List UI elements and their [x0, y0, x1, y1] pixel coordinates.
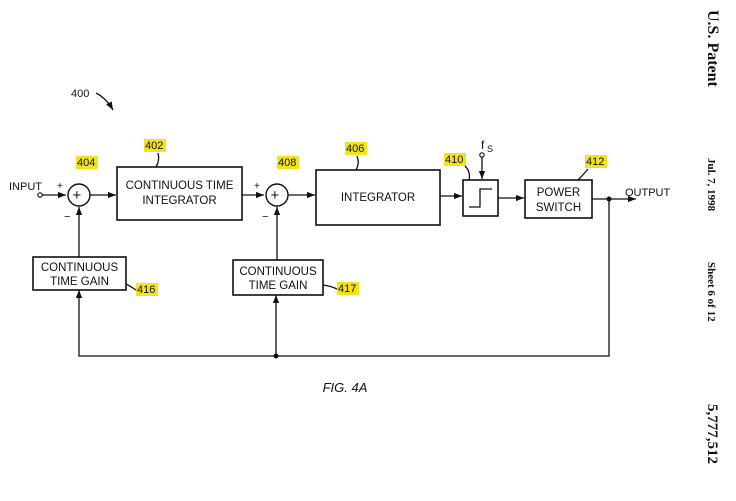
- ref-417-highlight: [337, 282, 359, 295]
- continuous-time-integrator-block: [116, 166, 243, 221]
- sum1-minus: −: [64, 211, 70, 223]
- ref-412-highlight: [585, 155, 607, 168]
- ref-417: 417: [338, 283, 356, 295]
- patent-number: 5,777,512: [704, 404, 720, 464]
- continuous-time-gain-417-block: [232, 259, 324, 296]
- gain-416-label-1: CONTINUOUS: [41, 262, 119, 274]
- ref-402: 402: [145, 140, 163, 152]
- ref-412-leader: [577, 168, 589, 181]
- sum2-minus: −: [262, 211, 268, 223]
- cti-label-2: INTEGRATOR: [142, 195, 216, 207]
- ref-404: 404: [77, 157, 95, 169]
- ref-416-leader: [125, 283, 137, 291]
- input-terminal: [37, 192, 43, 198]
- figure-caption: FIG. 4A: [323, 380, 368, 395]
- gain-417-label-2: TIME GAIN: [249, 280, 308, 292]
- fs-label: f: [481, 138, 485, 152]
- integrator-block: [315, 169, 441, 226]
- cti-label-1: CONTINUOUS TIME: [126, 180, 234, 192]
- gain-417-label-1: CONTINUOUS: [239, 266, 317, 278]
- power-switch-label-1: POWER: [537, 187, 580, 199]
- sum1-plus: +: [57, 181, 63, 192]
- integrator-label: INTEGRATOR: [341, 192, 415, 204]
- output-label: OUTPUT: [625, 187, 671, 199]
- sum1-symbol: +: [73, 187, 82, 204]
- figure-ref-400: 400: [71, 88, 89, 100]
- ref-417-leader: [322, 284, 338, 290]
- fs-subscript: S: [487, 144, 493, 154]
- feedback-bus: [75, 199, 610, 357]
- ref-408: 408: [278, 157, 296, 169]
- ref-406-highlight: [345, 142, 367, 155]
- patent-sheet: Sheet 6 of 12: [705, 262, 717, 322]
- sum2-symbol: +: [271, 187, 280, 204]
- ref-402-leader: [155, 152, 160, 168]
- ref-412: 412: [586, 156, 604, 168]
- continuous-time-gain-416-block: [32, 256, 127, 291]
- step-symbol: [469, 188, 492, 208]
- ref-410-leader: [464, 165, 471, 181]
- ref-408-highlight: [277, 156, 299, 169]
- clock-terminal: [479, 152, 485, 158]
- patent-title: U.S. Patent: [704, 10, 721, 88]
- ref-410-highlight: [444, 153, 466, 166]
- ref-416-highlight: [136, 283, 158, 296]
- ref-406: 406: [346, 143, 364, 155]
- ref-406-leader: [355, 155, 359, 171]
- sum2-plus: +: [254, 181, 260, 192]
- ref-416: 416: [137, 284, 155, 296]
- gain-416-label-2: TIME GAIN: [50, 276, 109, 288]
- power-switch-label-2: SWITCH: [536, 202, 581, 214]
- input-label: INPUT: [9, 181, 42, 193]
- patent-date: Jul. 7, 1998: [705, 158, 717, 212]
- ref-404-highlight: [76, 156, 98, 169]
- ref-402-highlight: [144, 139, 166, 152]
- ref-410: 410: [445, 154, 463, 166]
- power-switch-block: [524, 179, 593, 219]
- ref-400-arrow: [95, 92, 114, 111]
